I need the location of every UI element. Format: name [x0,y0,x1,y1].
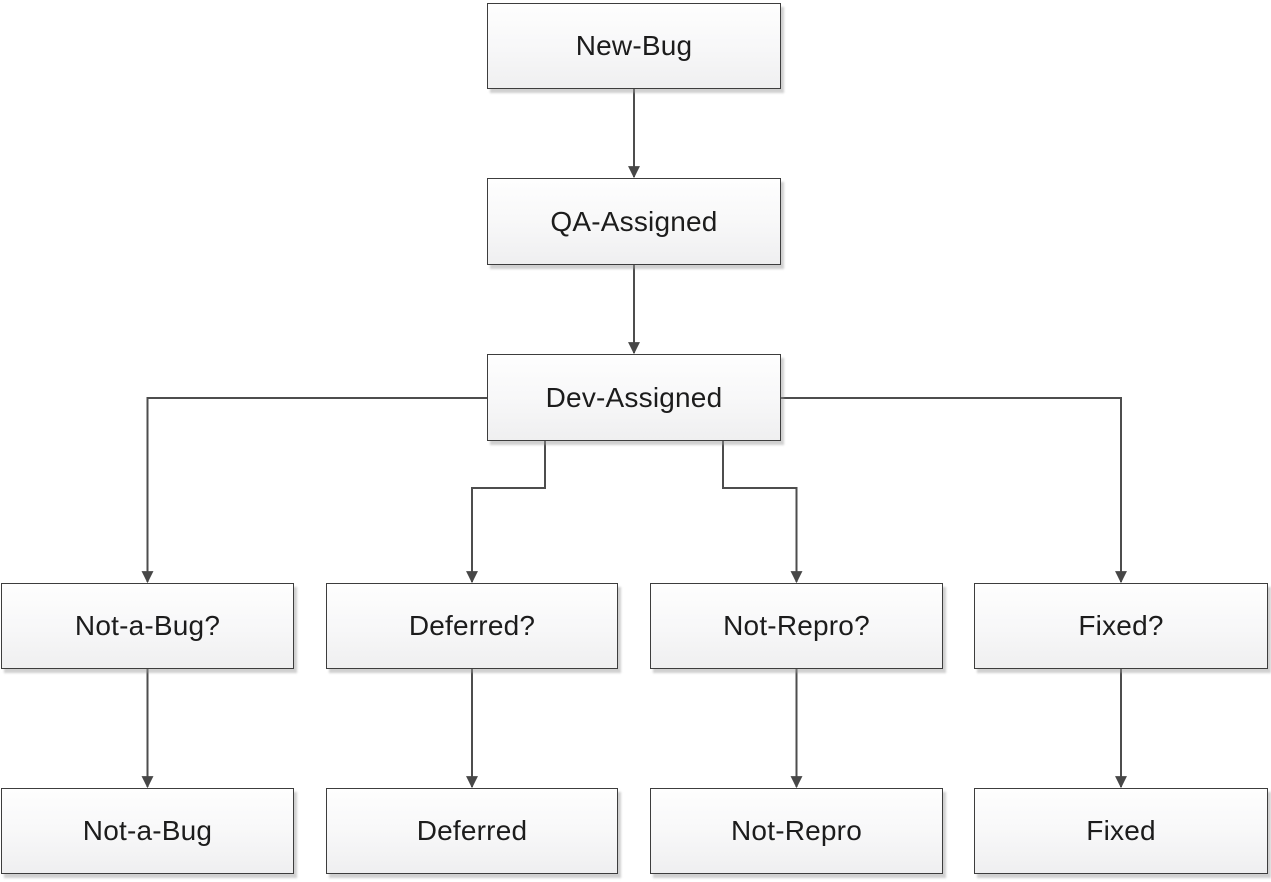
edge-dev-assigned-to-not-repro-q [722,441,803,584]
node-not-repro-question: Not-Repro? [650,583,943,669]
node-dev-assigned-label: Dev-Assigned [545,381,723,413]
node-new-bug-label: New-Bug [575,30,693,61]
node-not-a-bug-question-label: Not-a-Bug? [74,610,221,641]
node-not-a-bug-question: Not-a-Bug? [1,583,294,669]
node-not-repro-label: Not-Repro [731,815,862,846]
node-qa-assigned-label: QA-Assigned [550,205,718,237]
node-qa-assigned: QA-Assigned [487,178,781,265]
node-fixed: Fixed [974,788,1268,874]
node-deferred-question-label: Deferred? [408,610,536,641]
node-not-a-bug-label: Not-a-Bug [82,815,213,846]
node-not-a-bug: Not-a-Bug [1,788,294,874]
node-dev-assigned: Dev-Assigned [487,354,781,441]
edge-dev-assigned-to-fixed-q [781,397,1127,584]
node-fixed-label: Fixed [1086,815,1156,846]
node-new-bug: New-Bug [487,3,781,89]
node-not-repro-question-label: Not-Repro? [723,610,870,641]
edge-dev-assigned-to-deferred-q [466,441,546,584]
node-fixed-question-label: Fixed? [1078,610,1164,641]
node-deferred: Deferred [326,788,618,874]
node-deferred-label: Deferred [416,815,528,846]
edge-dev-assigned-to-not-a-bug-q [141,397,487,584]
node-fixed-question: Fixed? [974,583,1268,669]
node-deferred-question: Deferred? [326,583,618,669]
node-not-repro: Not-Repro [650,788,943,874]
